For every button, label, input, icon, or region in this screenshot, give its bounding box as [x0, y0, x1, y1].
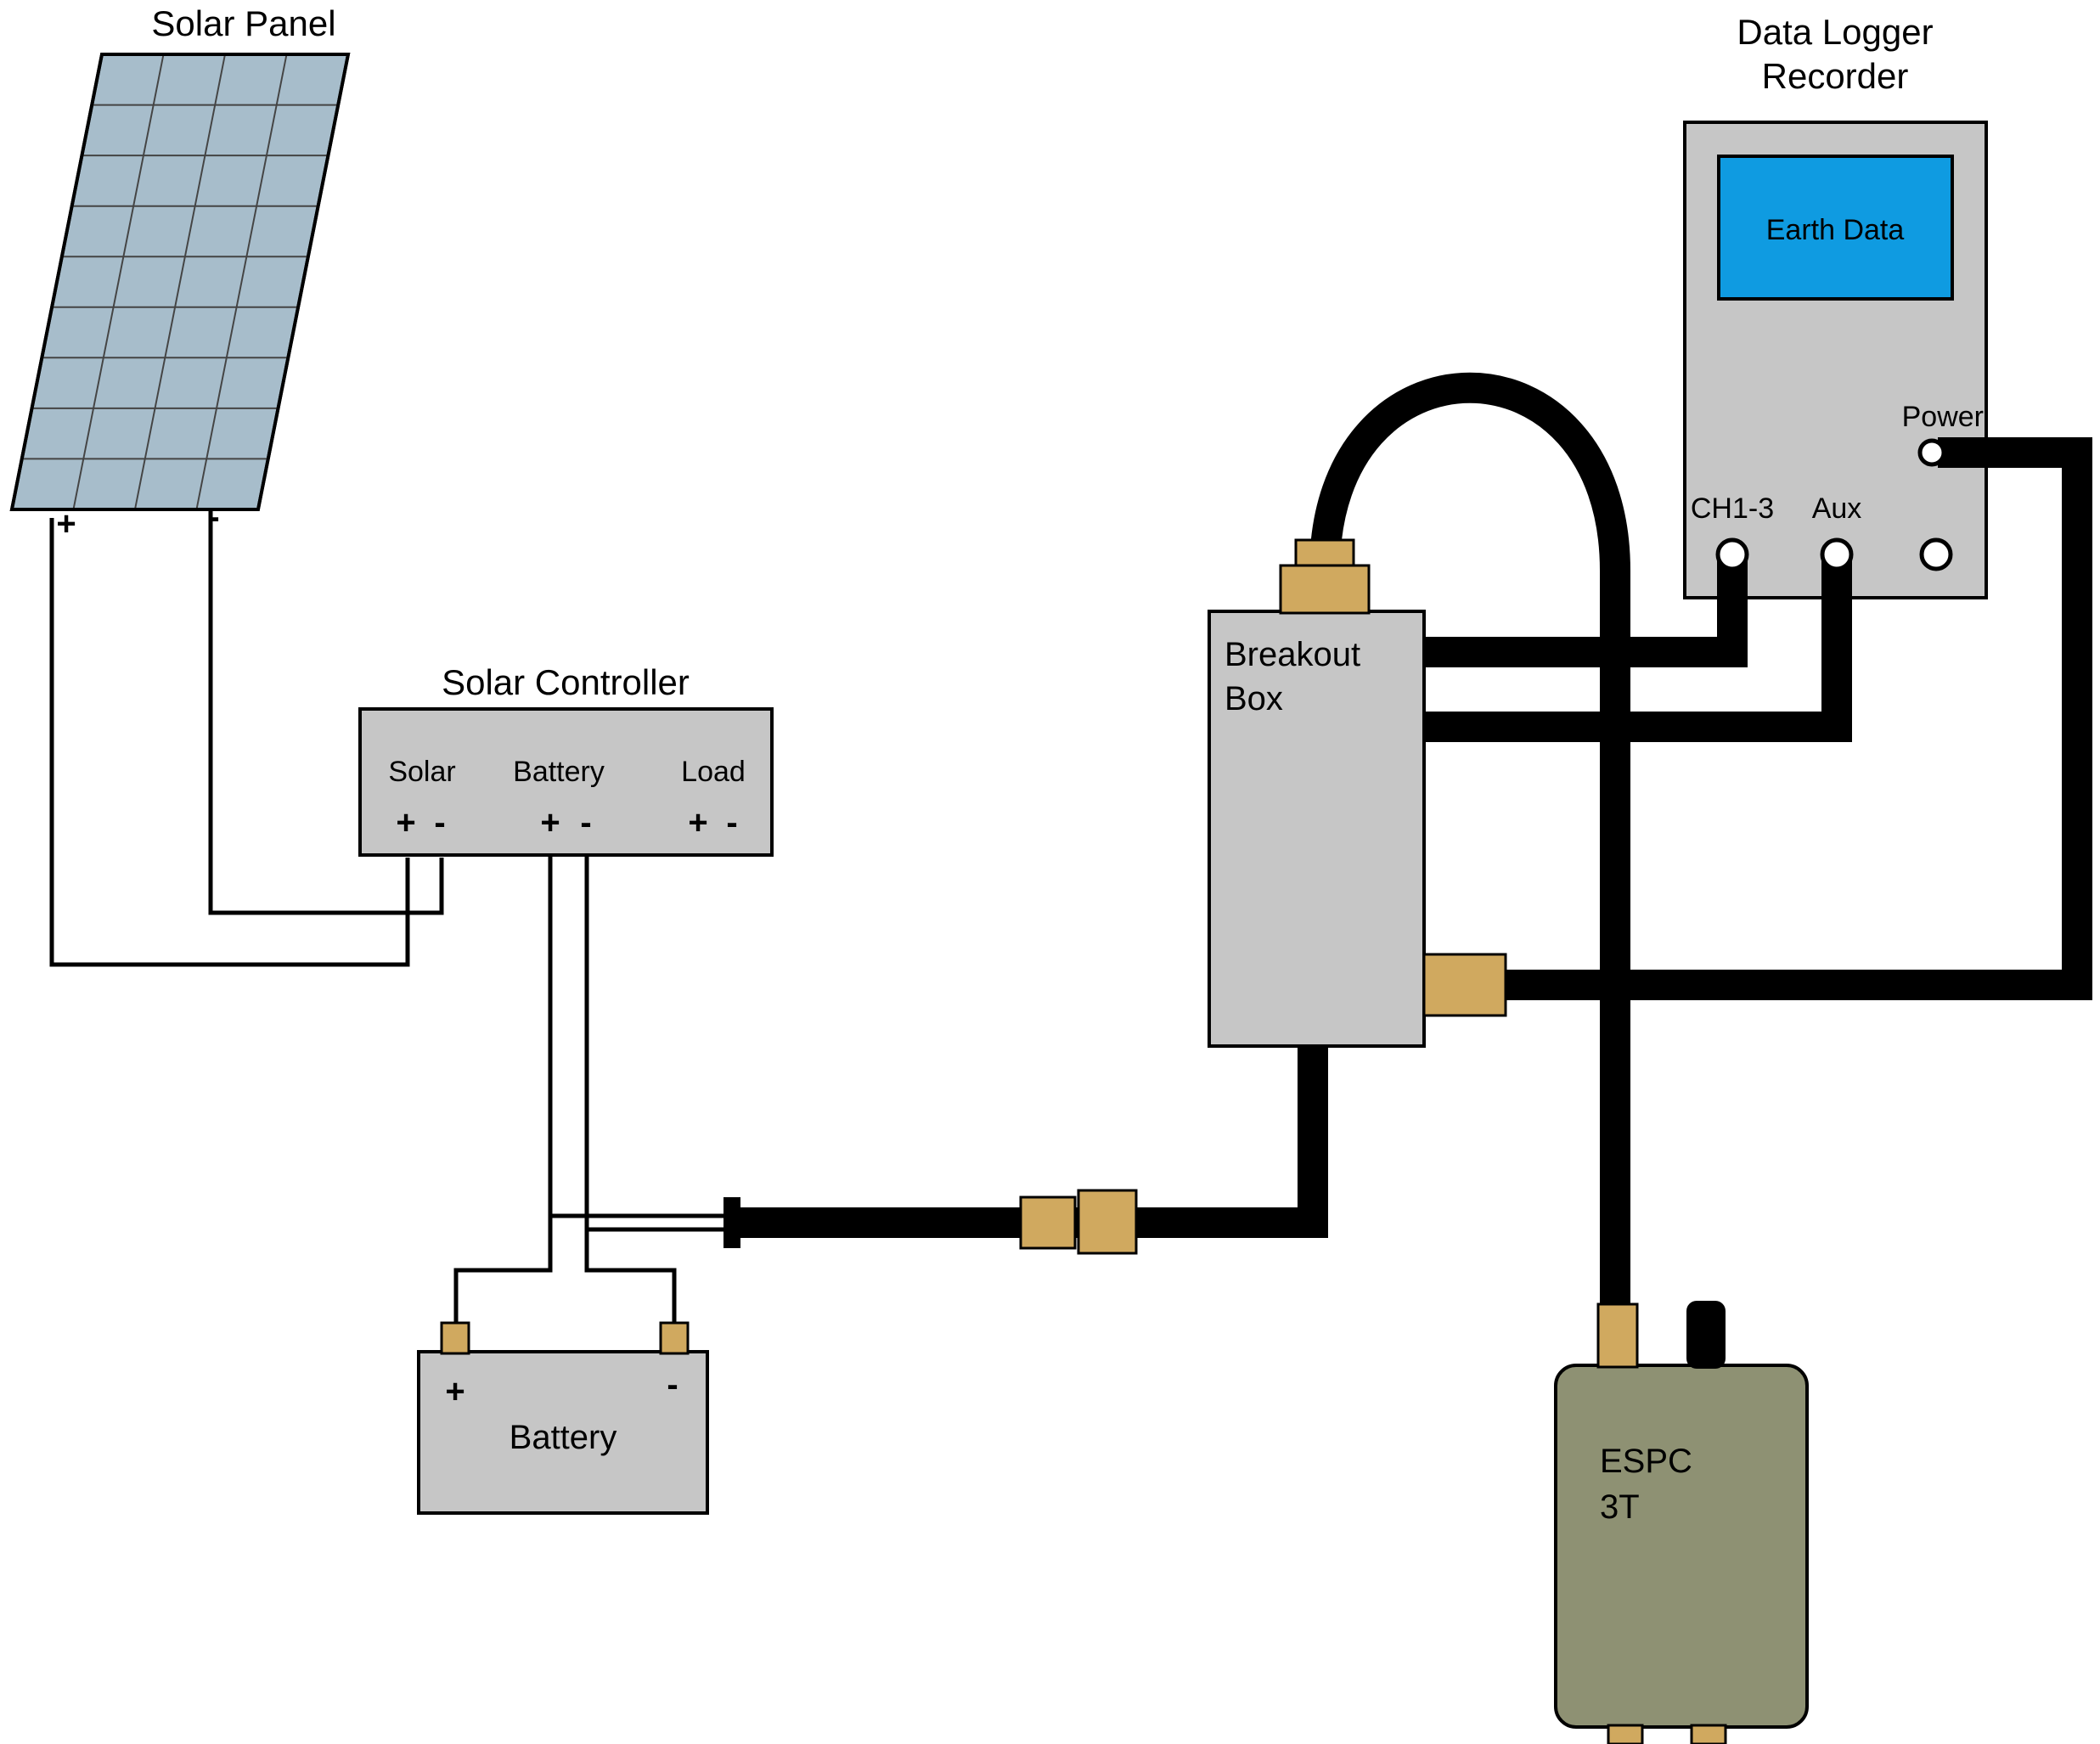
breakout-side-connector [1422, 953, 1507, 1017]
battery-minus-terminal [659, 1321, 690, 1355]
controller-load-section-label: Load [681, 756, 746, 788]
controller-battery-plus: + [540, 804, 560, 841]
solar-controller-label: Solar Controller [442, 662, 690, 702]
spare-port [1919, 537, 1953, 571]
controller-battery-minus: - [580, 804, 591, 841]
breakout-top-connector-narrow [1294, 538, 1355, 569]
espc-top-connector [1596, 1302, 1639, 1369]
ch1-3-label: CH1-3 [1691, 492, 1774, 525]
controller-load-plus: + [688, 804, 707, 841]
inline-connector-a [1019, 1195, 1077, 1250]
espc-bottom-connector-a [1607, 1724, 1644, 1744]
data-logger-screen [1717, 155, 1954, 301]
espc-black-connector [1686, 1301, 1726, 1369]
espc-label-line1: ESPC [1600, 1443, 1692, 1480]
cable-power [1495, 437, 2092, 1000]
aux-port [1820, 537, 1854, 571]
wire-panel-plus [49, 518, 410, 967]
controller-solar-plus: + [396, 804, 415, 841]
cable-arc-breakout-espc [1309, 372, 1630, 1325]
controller-load-minus: - [726, 804, 737, 841]
espc-sensor-box [1554, 1364, 1809, 1729]
aux-label: Aux [1812, 492, 1862, 525]
solar-panel-label: Solar Panel [151, 3, 335, 43]
cable-ch1-3 [1422, 560, 1748, 667]
breakout-top-connector-wide [1279, 564, 1371, 615]
solar-panel-plus-sign: + [56, 505, 76, 543]
breakout-box-label-line1: Breakout [1225, 636, 1360, 673]
ch1-3-port [1715, 537, 1749, 571]
solar-panel-minus-sign: - [208, 498, 219, 536]
cable-breakout-sensor [729, 1044, 1328, 1238]
solar-panel [9, 53, 351, 511]
breakout-box [1208, 610, 1426, 1048]
battery-minus-sign: - [667, 1366, 678, 1404]
battery-plus-sign: + [445, 1373, 464, 1410]
controller-solar-section-label: Solar [388, 756, 455, 788]
inline-connector-b [1077, 1189, 1138, 1255]
battery-label: Battery [510, 1419, 617, 1456]
data-logger-label-line1: Data Logger [1737, 12, 1933, 52]
battery-plus-terminal [440, 1321, 470, 1355]
espc-label-line2: 3T [1600, 1488, 1640, 1526]
screen-text: Earth Data [1766, 214, 1905, 246]
controller-battery-section-label: Battery [513, 756, 605, 788]
controller-solar-minus: - [434, 804, 445, 841]
power-port [1917, 438, 1946, 467]
cable-end-cap [723, 1197, 740, 1248]
solar-panel-border [9, 53, 351, 511]
wire-panel-minus [208, 509, 444, 915]
power-label: Power [1902, 401, 1984, 433]
solar-panel-grid [21, 54, 339, 509]
battery-box [417, 1350, 709, 1515]
wire-controller-battery-plus [453, 855, 553, 1337]
cable-aux [1422, 560, 1852, 742]
espc-bottom-connector-b [1690, 1724, 1727, 1744]
data-logger-label-line2: Recorder [1762, 56, 1909, 96]
wire-controller-battery-minus [584, 855, 677, 1337]
solar-controller-box [358, 707, 774, 857]
breakout-box-label-line2: Box [1225, 680, 1283, 717]
